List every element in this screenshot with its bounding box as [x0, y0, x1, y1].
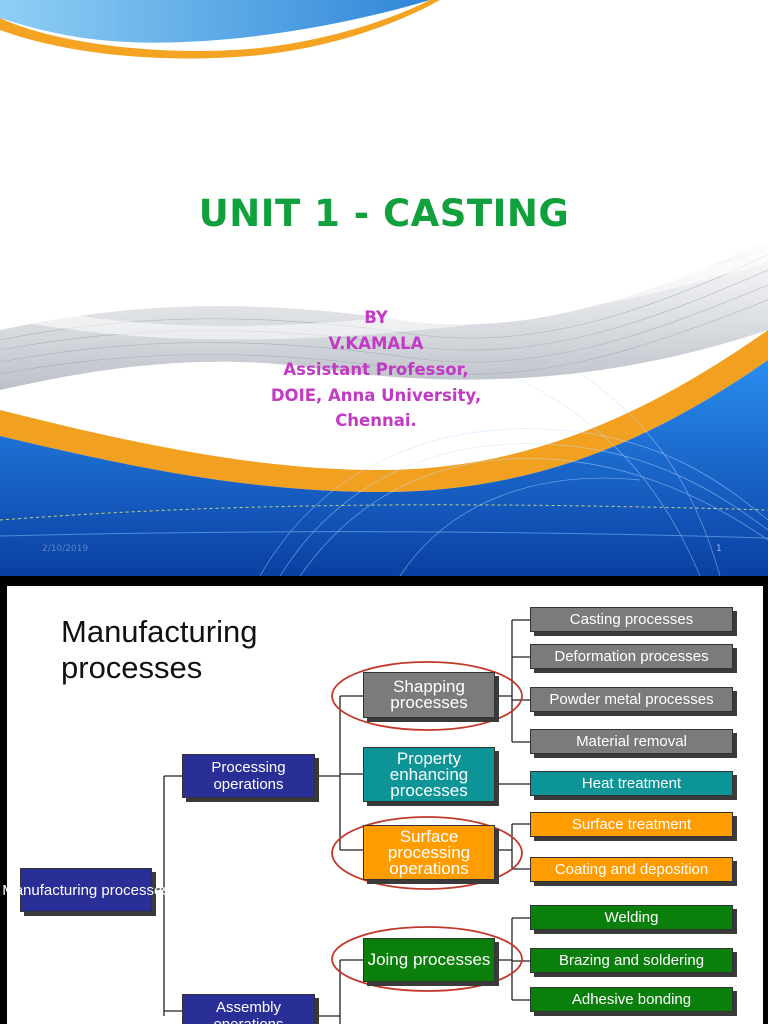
manufacturing-processes-box: Manufacturing processes [2, 868, 170, 912]
surface-treatment-box: Surface treatment [530, 812, 733, 837]
author-by: BY [364, 308, 388, 327]
shaping-processes-box: Shapping processes [363, 672, 495, 718]
author-city: Chennai. [335, 411, 417, 430]
slide-heading-line2: processes [61, 650, 203, 685]
powder-metal-processes-box: Powder metal processes [530, 687, 733, 712]
material-removal-box: Material removal [530, 729, 733, 754]
casting-processes-box: Casting processes [530, 607, 733, 632]
slide-heading-line1: Manufacturing [61, 614, 258, 649]
slide-title: UNIT 1 - CASTING [198, 192, 570, 235]
deformation-processes-box: Deformation processes [530, 644, 733, 669]
processing-operations-box: Processing operations [182, 754, 315, 798]
welding-box: Welding [530, 905, 733, 930]
surface-processing-box: Surface processing operations [363, 825, 495, 880]
joining-processes-box: Joing processes [363, 938, 495, 982]
author-department: DOIE, Anna University, [270, 386, 482, 405]
author-title: Assistant Professor, [283, 360, 469, 379]
brazing-soldering-box: Brazing and soldering [530, 948, 733, 973]
coating-deposition-box: Coating and deposition [530, 857, 733, 882]
connector-lines [152, 619, 530, 1024]
slide-heading: Manufacturing processes [61, 614, 257, 686]
property-enhancing-box: Property enhancing processes [363, 747, 495, 802]
author-name: V.KAMALA [328, 334, 424, 353]
manufacturing-processes-slide: Manufacturing processes Manufacturing pr… [0, 576, 768, 1024]
slide-date: 2/10/2019 [42, 544, 89, 554]
assembly-operations-box: Assembly operations [182, 994, 315, 1024]
heat-treatment-box: Heat treatment [530, 771, 733, 796]
adhesive-bonding-box: Adhesive bonding [530, 987, 733, 1012]
slide-number: 1 [716, 544, 722, 554]
title-slide: UNIT 1 - CASTING BY V.KAMALA Assistant P… [0, 0, 768, 576]
wave-background [0, 0, 768, 576]
